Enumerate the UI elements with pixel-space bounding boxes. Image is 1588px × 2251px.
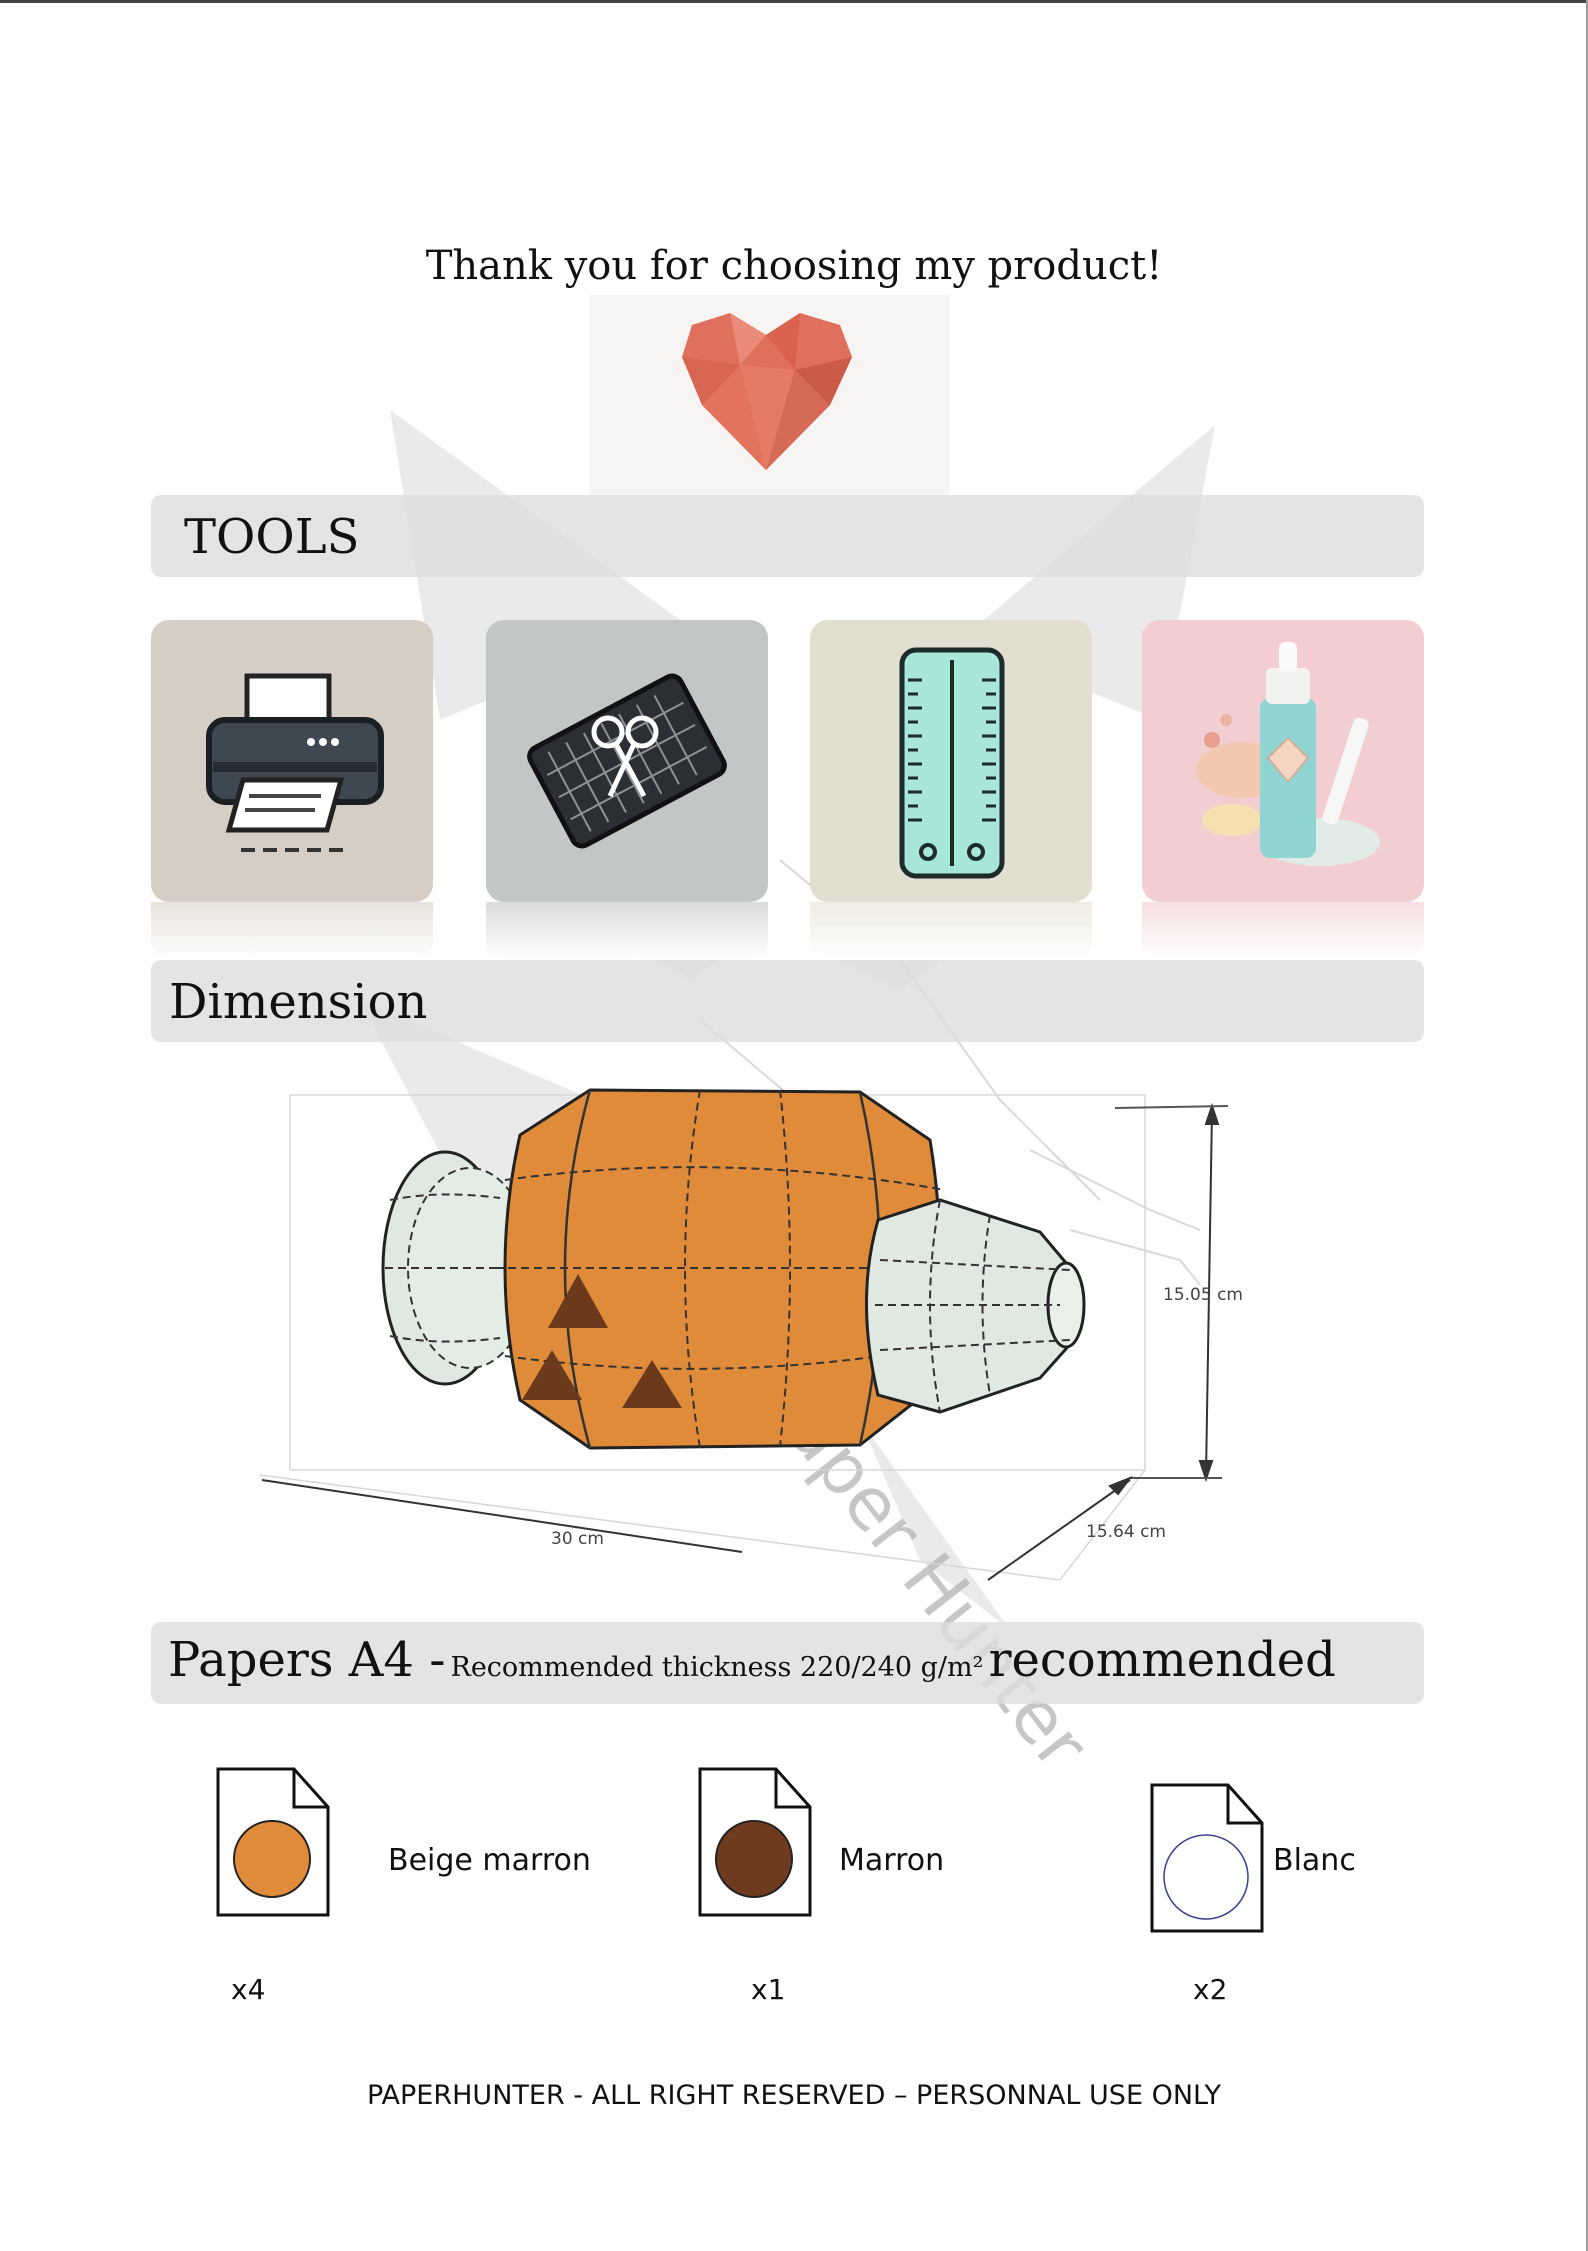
papers-thickness-note: Recommended thickness 220/240 g/m² — [450, 1652, 984, 1683]
papers-title-main: Papers A4 - — [168, 1632, 446, 1688]
dimension-title: Dimension — [169, 974, 428, 1030]
tool-ruler — [810, 620, 1092, 902]
paper-sheet-icon — [698, 1767, 812, 1917]
papers-title: Papers A4 - Recommended thickness 220/24… — [168, 1632, 1336, 1688]
heart-image — [590, 295, 950, 495]
paper-count: x2 — [1193, 1973, 1228, 2006]
top-border — [0, 0, 1588, 3]
dimension-section-header: Dimension — [151, 960, 1424, 1042]
paper-label: Beige marron — [388, 1843, 591, 1878]
papers-section-header: Papers A4 - Recommended thickness 220/24… — [151, 1622, 1424, 1704]
tool-cutting-mat — [486, 620, 768, 902]
paper-sheet-icon — [1150, 1783, 1264, 1933]
copyright-footer: PAPERHUNTER - ALL RIGHT RESERVED – PERSO… — [367, 2080, 1221, 2111]
width-dimension-label: 30 cm — [551, 1529, 604, 1549]
tool-reflection — [1142, 902, 1424, 960]
thank-you-heading: Thank you for choosing my product! — [425, 243, 1163, 289]
cutting-mat-scissors-icon — [527, 673, 727, 849]
depth-dimension-label: 15.64 cm — [1086, 1522, 1166, 1542]
tools-section-header: TOOLS — [151, 495, 1424, 577]
paper-sheet-icon — [216, 1767, 330, 1917]
tool-glue — [1142, 620, 1424, 902]
tool-reflection — [151, 902, 433, 960]
paper-label: Blanc — [1273, 1843, 1356, 1878]
paper-count: x4 — [231, 1973, 266, 2006]
paper-label: Marron — [839, 1843, 945, 1878]
height-dimension-label: 15.05 cm — [1163, 1285, 1243, 1305]
paper-color-swatch — [233, 1820, 311, 1898]
right-border — [1586, 0, 1588, 2251]
ruler-icon — [899, 647, 1005, 879]
paper-color-swatch — [1163, 1834, 1249, 1920]
heart-icon — [682, 313, 852, 470]
papers-title-suffix: recommended — [988, 1632, 1336, 1688]
tool-printer — [151, 620, 433, 902]
glue-tube-icon — [1196, 642, 1380, 866]
tool-reflection — [486, 902, 768, 960]
paper-color-swatch — [715, 1820, 793, 1898]
paper-count: x1 — [751, 1973, 786, 2006]
tools-title: TOOLS — [184, 509, 360, 565]
tool-reflection — [810, 902, 1092, 960]
printer-icon — [206, 673, 384, 852]
